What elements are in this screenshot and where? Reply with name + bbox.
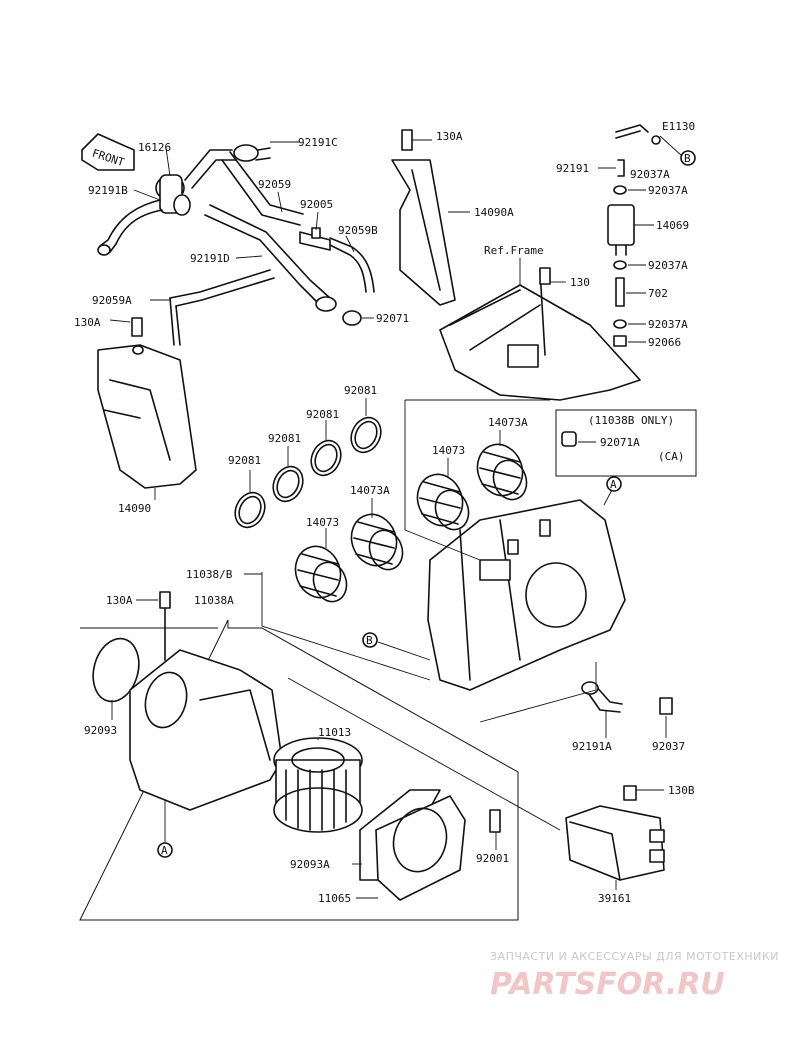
callout-a-bottom: A [157, 842, 173, 858]
label-92066: 92066 [648, 336, 681, 349]
label-ca: (CA) [658, 450, 685, 463]
label-92081-b: 92081 [306, 408, 339, 421]
label-702: 702 [648, 287, 668, 300]
label-92071: 92071 [376, 312, 409, 325]
label-92081-c: 92081 [268, 432, 301, 445]
left-cover-14090 [97, 317, 197, 489]
label-14073-b: 14073 [306, 516, 339, 529]
label-130A-left: 130A [74, 316, 101, 329]
label-14090: 14090 [118, 502, 151, 515]
label-92037A-2: 92037A [648, 184, 688, 197]
label-92005: 92005 [300, 198, 333, 211]
label-11065: 11065 [318, 892, 351, 905]
bracket-14090A [391, 129, 456, 306]
fuel-filter-assembly [607, 124, 661, 347]
front-arrow-icon: FRONT [81, 133, 135, 171]
label-130A-top: 130A [436, 130, 463, 143]
label-ref-frame: Ref.Frame [484, 244, 544, 257]
cover-plate-11065 [359, 789, 501, 901]
oring-92093 [92, 637, 140, 703]
label-92191: 92191 [556, 162, 589, 175]
label-92059A: 92059A [92, 294, 132, 307]
label-14073A-a: 14073A [488, 416, 528, 429]
label-92093A: 92093A [290, 858, 330, 871]
label-92191D: 92191D [190, 252, 230, 265]
label-92059B: 92059B [338, 224, 378, 237]
callout-b-mid: B [362, 632, 378, 648]
label-11013: 11013 [318, 726, 351, 739]
label-14069: 14069 [656, 219, 689, 232]
label-92191A: 92191A [572, 740, 612, 753]
bolt-130A [159, 591, 171, 661]
label-130B: 130B [668, 784, 695, 797]
air-cleaner-case-11038 [427, 499, 626, 691]
watermark-caption: ЗАПЧАСТИ И АКСЕССУАРЫ ДЛЯ МОТОТЕХНИКИ [490, 950, 779, 963]
label-39161: 39161 [598, 892, 631, 905]
label-92001: 92001 [476, 852, 509, 865]
case-11038A [129, 649, 283, 811]
drain-hose-92191A [581, 681, 673, 715]
subassembly-frame [79, 619, 519, 921]
label-92093: 92093 [84, 724, 117, 737]
watermark-logo: PARTSFOR.RU [490, 967, 725, 1002]
label-92037A-3: 92037A [648, 259, 688, 272]
callout-a-right: A [606, 476, 622, 492]
label-11038A: 11038A [194, 594, 234, 607]
label-E1130: E1130 [662, 120, 695, 133]
label-92037A-1: 92037A [630, 168, 670, 181]
label-92081-d: 92081 [228, 454, 261, 467]
frame-reference [439, 267, 641, 401]
label-92191C: 92191C [298, 136, 338, 149]
svg-text:B: B [684, 152, 691, 165]
label-11038B: 11038/B [186, 568, 233, 581]
label-92037A-4: 92037A [648, 318, 688, 331]
rings-92081 [234, 416, 382, 529]
label-14090A: 14090A [474, 206, 514, 219]
label-130: 130 [570, 276, 590, 289]
label-130A-mid: 130A [106, 594, 133, 607]
label-92059: 92059 [258, 178, 291, 191]
label-92037: 92037 [652, 740, 685, 753]
label-92071A: 92071A [600, 436, 640, 449]
label-11038B-only: (11038B ONLY) [588, 414, 674, 427]
label-14073-a: 14073 [432, 444, 465, 457]
svg-text:B: B [366, 634, 373, 647]
callout-b-top: B [680, 150, 696, 166]
breather-hose-assembly [97, 144, 375, 346]
filter-element-11013 [273, 737, 363, 833]
grommet-92071A [561, 431, 577, 447]
label-16126: 16126 [138, 141, 171, 154]
label-92191B: 92191B [88, 184, 128, 197]
intake-boots-14073 [294, 443, 528, 603]
intake-duct-39161 [565, 785, 665, 881]
label-14073A-b: 14073A [350, 484, 390, 497]
label-92081-a: 92081 [344, 384, 377, 397]
svg-text:A: A [161, 844, 168, 857]
svg-text:A: A [610, 478, 617, 491]
